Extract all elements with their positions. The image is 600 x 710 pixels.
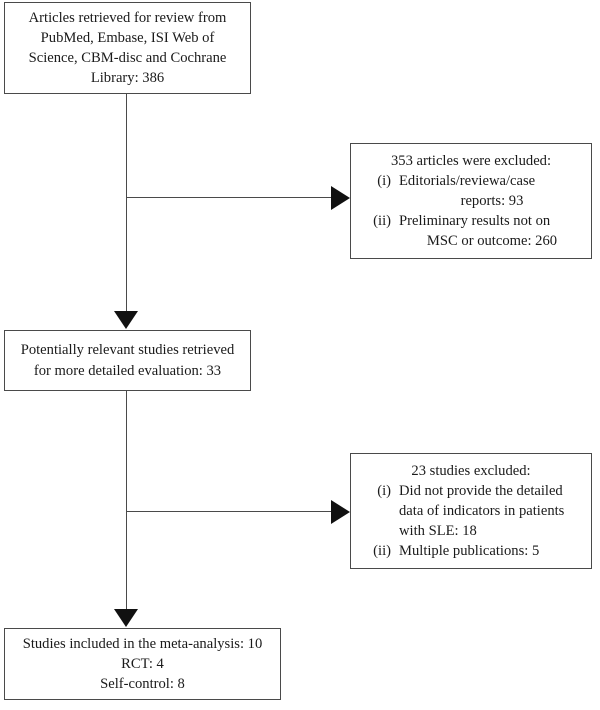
connector-line-retrieved-to-relevant [126, 94, 128, 312]
node-articles-retrieved: Articles retrieved for review from PubMe… [4, 2, 251, 94]
arrow-down-icon [114, 311, 138, 329]
list-text-line: Did not provide the detailed [399, 482, 563, 499]
node-heading: 23 studies excluded: [411, 462, 531, 479]
list-text-line: Multiple publications: 5 [399, 543, 540, 560]
list-text-line: Preliminary results not on [399, 213, 551, 230]
node-potentially-relevant-studies: Potentially relevant studies retrieved f… [4, 330, 251, 391]
exclusion-reason-list: (i) Editorials/reviewa/case reports: 93 … [357, 171, 585, 252]
node-line: Library: 386 [90, 70, 165, 87]
arrow-right-icon [331, 186, 350, 210]
list-marker: (i) [377, 172, 391, 189]
list-text-continuation: reports: 93 [460, 192, 524, 209]
node-line: Articles retrieved for review from [28, 9, 227, 26]
list-text: Did not provide the detailed data of ind… [399, 481, 585, 541]
node-line: Self-control: 8 [100, 676, 185, 693]
node-line: Science, CBM-disc and Cochrane [28, 50, 227, 66]
list-text: Preliminary results not on MSC or outcom… [399, 211, 585, 251]
arrow-down-icon [114, 609, 138, 627]
exclusion-reason-list: (i) Did not provide the detailed data of… [357, 481, 585, 562]
connector-line-to-excluded-articles [126, 197, 332, 199]
connector-line-relevant-to-included [126, 391, 128, 609]
list-text-continuation: MSC or outcome: 260 [426, 233, 558, 250]
node-heading: 353 articles were excluded: [390, 152, 552, 169]
list-item: (i) Editorials/reviewa/case reports: 93 [357, 171, 585, 211]
connector-line-to-excluded-studies [126, 511, 332, 513]
list-marker: (ii) [373, 213, 391, 230]
list-text: Editorials/reviewa/case reports: 93 [399, 171, 585, 211]
arrow-right-icon [331, 500, 350, 524]
node-line: for more detailed evaluation: 33 [33, 362, 222, 379]
node-line: Potentially relevant studies retrieved [20, 342, 235, 359]
list-item: (i) Did not provide the detailed data of… [357, 481, 585, 541]
list-text-continuation: data of indicators in patients [399, 502, 565, 519]
node-studies-included: Studies included in the meta-analysis: 1… [4, 628, 281, 700]
list-item: (ii) Preliminary results not on MSC or o… [357, 211, 585, 251]
node-excluded-studies: 23 studies excluded: (i) Did not provide… [350, 453, 592, 569]
node-line: Studies included in the meta-analysis: 1… [22, 635, 263, 652]
list-text: Multiple publications: 5 [399, 541, 585, 561]
list-text-continuation-2: with SLE: 18 [399, 523, 477, 540]
node-line: PubMed, Embase, ISI Web of [40, 29, 215, 46]
list-item: (ii) Multiple publications: 5 [357, 541, 585, 561]
list-marker: (i) [377, 482, 391, 499]
node-excluded-articles: 353 articles were excluded: (i) Editoria… [350, 143, 592, 259]
list-marker: (ii) [373, 543, 391, 560]
node-line: RCT: 4 [121, 655, 164, 672]
list-text-line: Editorials/reviewa/case [399, 172, 536, 189]
